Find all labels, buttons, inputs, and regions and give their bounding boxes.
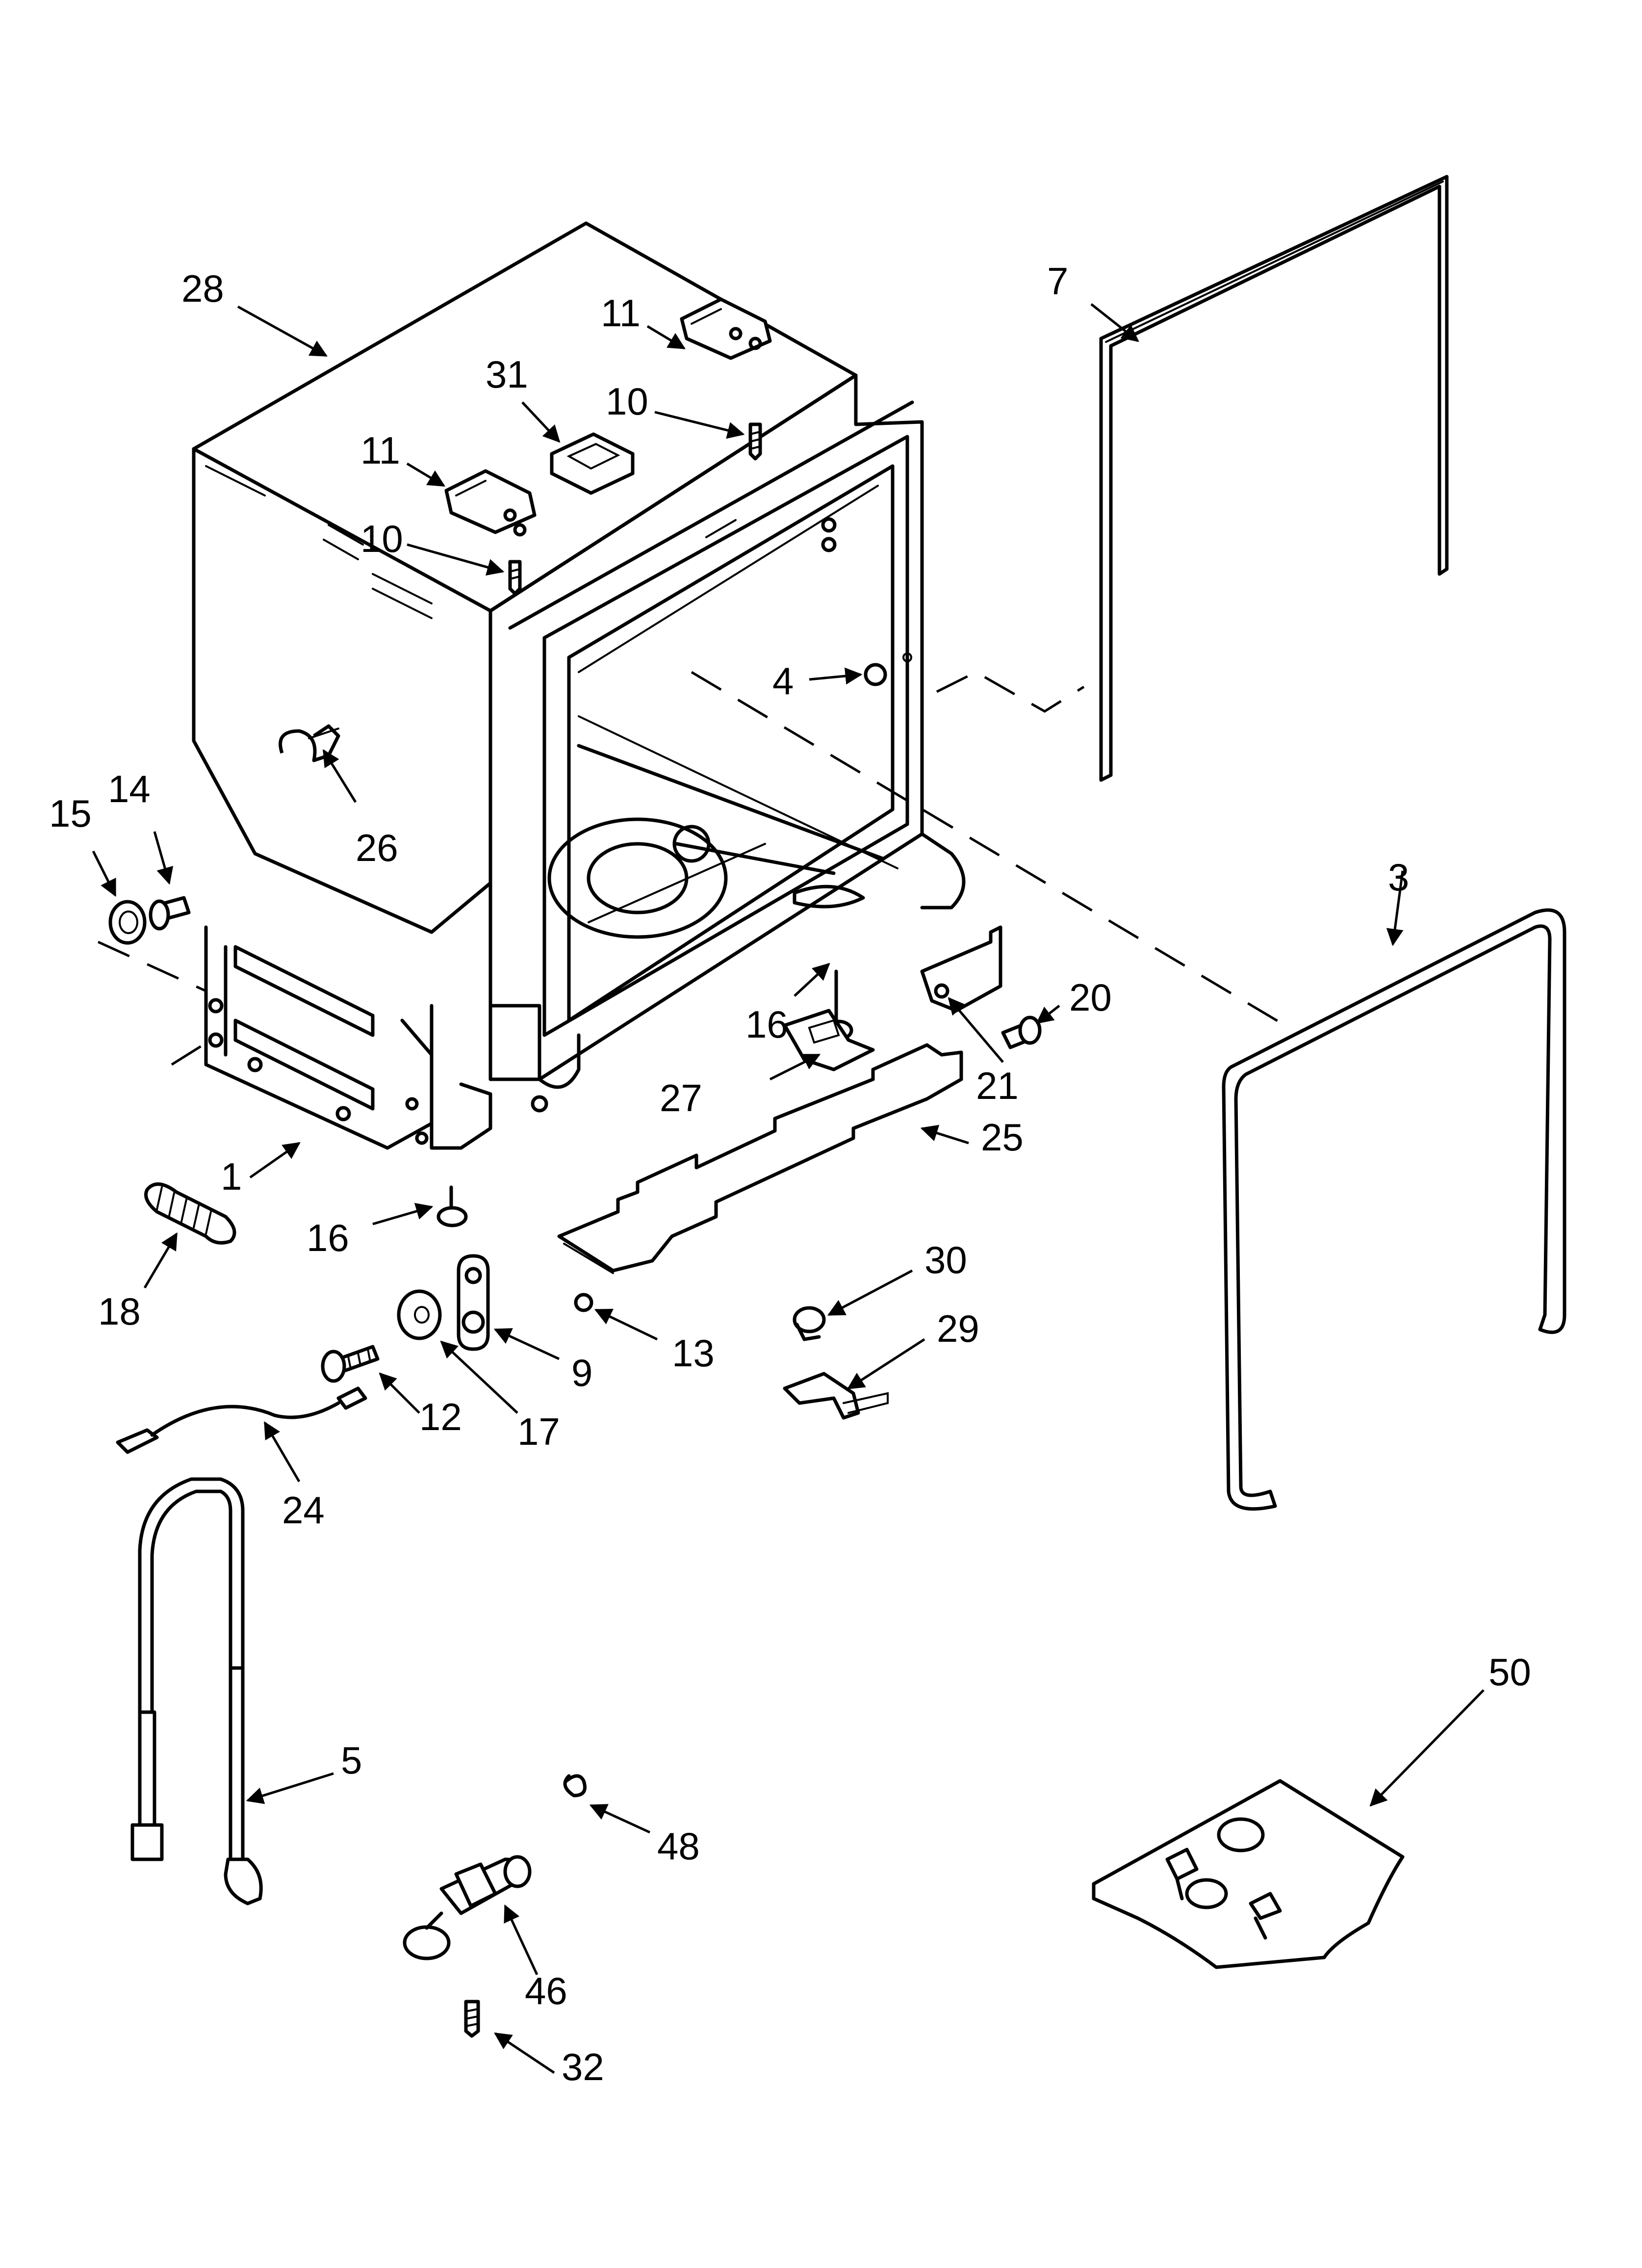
part-label-9: 9 <box>571 1351 592 1394</box>
part-label-25: 25 <box>981 1116 1024 1159</box>
part-label-24: 24 <box>282 1488 325 1532</box>
alignment-line <box>691 671 1286 1027</box>
nut-icon <box>108 900 147 945</box>
screw-icon <box>464 2000 480 2038</box>
part-label-21: 21 <box>976 1064 1019 1107</box>
leader-lines <box>92 303 1485 2074</box>
base-plate-icon <box>557 1043 963 1274</box>
hinge-bracket-icon <box>444 469 537 537</box>
part-labels: 28 11 31 10 11 10 7 4 26 15 14 3 16 20 2… <box>49 260 1531 2088</box>
clip-icon <box>550 432 635 495</box>
part-label-14: 14 <box>108 767 151 810</box>
cam-icon <box>457 1254 490 1351</box>
screw-icon <box>508 560 522 596</box>
alignment-line <box>171 1039 212 1066</box>
alignment-line <box>936 671 1085 713</box>
part-label-4: 4 <box>772 659 794 703</box>
washer-icon <box>397 1289 442 1340</box>
part-label-32: 32 <box>562 2045 604 2088</box>
part-label-7: 7 <box>1047 260 1068 303</box>
tub-assembly <box>192 221 966 1113</box>
part-label-5: 5 <box>341 1739 362 1782</box>
ground-wire-icon <box>116 1386 367 1454</box>
screw-icon <box>748 422 762 461</box>
part-label-11: 11 <box>601 291 641 335</box>
part-label-28: 28 <box>181 267 224 310</box>
leg-bracket-icon <box>783 1009 875 1071</box>
gasket-top <box>1099 175 1449 782</box>
base-frame <box>204 925 492 1150</box>
part-label-3: 3 <box>1388 856 1409 899</box>
plug-icon <box>864 652 912 686</box>
part-label-26: 26 <box>356 826 398 869</box>
part-label-18: 18 <box>98 1290 141 1333</box>
alignment-line <box>97 940 207 992</box>
leveling-leg-icon <box>436 1185 468 1227</box>
part-label-16: 16 <box>745 1003 788 1046</box>
clip-icon <box>783 1372 889 1420</box>
part-label-1: 1 <box>221 1155 242 1198</box>
sensor-icon <box>793 1306 826 1341</box>
part-label-27: 27 <box>660 1076 702 1120</box>
mounting-bracket-icon <box>920 925 1002 1013</box>
gasket-bottom <box>1222 908 1566 1511</box>
part-label-17: 17 <box>517 1410 560 1453</box>
hinge-bracket-icon <box>680 297 772 360</box>
part-label-50: 50 <box>1488 1650 1531 1694</box>
bolt-icon <box>321 1345 380 1383</box>
part-label-20: 20 <box>1069 976 1112 1019</box>
part-label-10: 10 <box>606 380 648 423</box>
part-label-13: 13 <box>672 1331 715 1375</box>
part-label-46: 46 <box>525 1969 567 2012</box>
part-label-10: 10 <box>360 517 403 560</box>
part-label-12: 12 <box>419 1395 462 1438</box>
spring-clip-icon <box>563 1774 587 1798</box>
screw-icon <box>1001 1016 1042 1049</box>
spring-icon <box>144 1182 236 1245</box>
hose-icon <box>130 1477 263 1905</box>
bumper-icon <box>279 724 340 762</box>
part-label-30: 30 <box>924 1238 967 1281</box>
screw-icon <box>574 1293 593 1312</box>
parts-bag-icon <box>1092 1779 1405 1969</box>
bolt-icon <box>149 896 191 931</box>
part-label-29: 29 <box>937 1307 979 1350</box>
part-label-15: 15 <box>49 792 92 835</box>
part-label-31: 31 <box>486 353 528 396</box>
part-label-11: 11 <box>360 429 400 472</box>
valve-icon <box>403 1855 532 1960</box>
part-label-48: 48 <box>657 1825 700 1868</box>
part-label-16: 16 <box>307 1216 349 1259</box>
